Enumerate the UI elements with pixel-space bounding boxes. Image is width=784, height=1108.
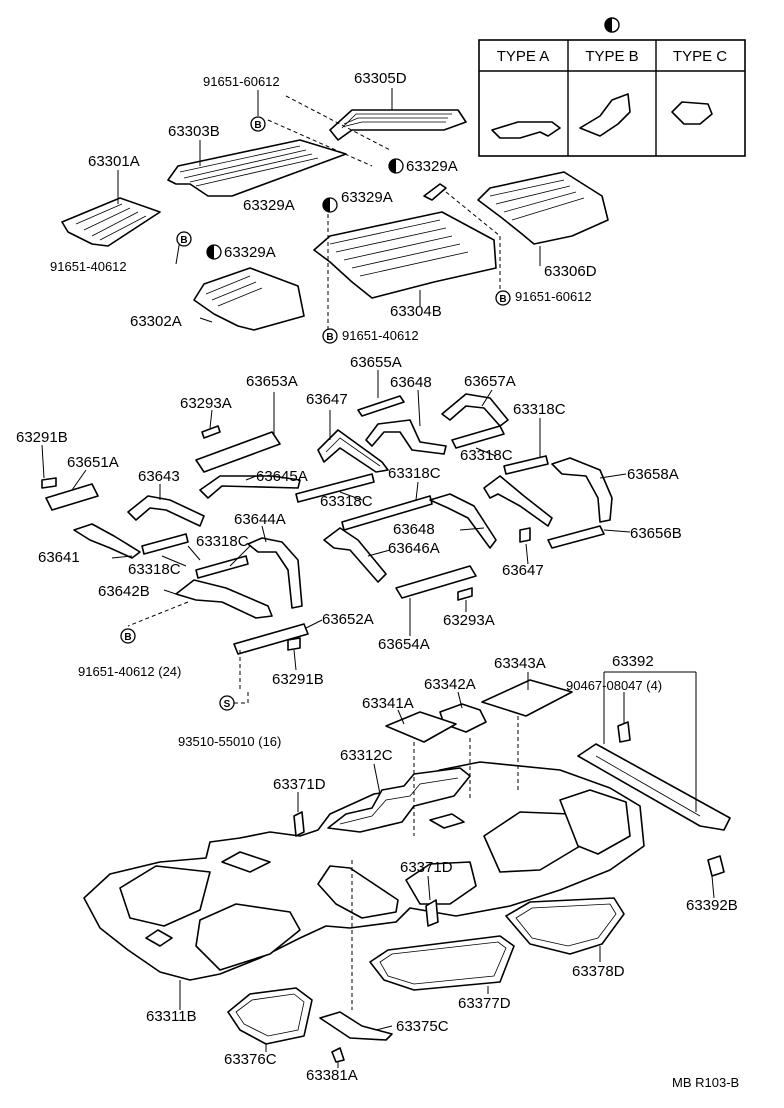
label-63371D: 63371D	[400, 859, 453, 876]
label-63652A: 63652A	[322, 611, 374, 628]
label-91651-40612-24: 91651-40612 (24)	[78, 664, 181, 679]
label-63645A: 63645A	[256, 468, 308, 485]
label-63304B: 63304B	[390, 303, 442, 320]
headliner-assembly	[83, 679, 731, 1063]
label-63651A: 63651A	[67, 454, 119, 471]
label-63311B: 63311B	[146, 1008, 197, 1025]
half-circle-fill	[605, 18, 612, 32]
b-symbol: B	[326, 332, 333, 343]
label-63306D: 63306D	[544, 263, 597, 280]
pad-63343A	[481, 679, 573, 717]
label-63648: 63648	[393, 521, 435, 538]
pad-63341A	[385, 711, 457, 743]
type-c-clip	[671, 101, 713, 125]
type-a-header: TYPE A	[497, 48, 550, 65]
label-91651-60612: 91651-60612	[203, 74, 280, 89]
type-a-clip	[491, 121, 561, 139]
visor-63377D	[369, 935, 515, 991]
label-63375C: 63375C	[396, 1018, 449, 1035]
label-63303B: 63303B	[168, 123, 220, 140]
label-63305D: 63305D	[354, 70, 407, 87]
label-93510-55010: 93510-55010 (16)	[178, 734, 281, 749]
panel-63302A	[193, 267, 305, 331]
label-63658A: 63658A	[627, 466, 679, 483]
label-63641: 63641	[38, 549, 80, 566]
label-63318C: 63318C	[460, 447, 513, 464]
label-91651-40612: 91651-40612	[50, 259, 127, 274]
type-b-header: TYPE B	[585, 48, 638, 65]
label-63318C: 63318C	[388, 465, 441, 482]
panel-63301A	[61, 197, 161, 247]
label-63647: 63647	[306, 391, 348, 408]
label-91651-40612: 91651-40612	[342, 328, 419, 343]
bracket-63375C	[319, 1011, 393, 1041]
panel-63303B	[167, 139, 347, 197]
label-63318C: 63318C	[196, 533, 249, 550]
label-63376C: 63376C	[224, 1051, 277, 1068]
type-c-header: TYPE C	[673, 48, 727, 65]
label-63656B: 63656B	[630, 525, 682, 542]
b-symbol: B	[499, 294, 506, 305]
label-63392: 63392	[612, 653, 654, 670]
label-63392B: 63392B	[686, 897, 738, 914]
panel-63312C	[327, 767, 471, 833]
label-63329A: 63329A	[341, 189, 393, 206]
label-63643: 63643	[138, 468, 180, 485]
label-63293A: 63293A	[443, 612, 495, 629]
label-63318C: 63318C	[128, 561, 181, 578]
footer-code: MB R103-B	[672, 1075, 739, 1090]
label-63291B: 63291B	[272, 671, 324, 688]
label-63301A: 63301A	[88, 153, 140, 170]
label-90467-08047: 90467-08047 (4)	[566, 678, 662, 693]
label-63644A: 63644A	[234, 511, 286, 528]
middle-brackets	[41, 392, 613, 655]
label-63318C: 63318C	[320, 493, 373, 510]
rail-63392	[577, 743, 731, 831]
label-63371D: 63371D	[273, 776, 326, 793]
label-63381A: 63381A	[306, 1067, 358, 1084]
clip-63329A	[423, 183, 447, 201]
label-63642B: 63642B	[98, 583, 150, 600]
label-63657A: 63657A	[464, 373, 516, 390]
label-63378D: 63378D	[572, 963, 625, 980]
panel-63305D	[329, 109, 467, 141]
panel-63306D	[477, 171, 609, 245]
b-symbol: B	[180, 235, 187, 246]
b-symbol: B	[124, 632, 131, 643]
label-63342A: 63342A	[424, 676, 476, 693]
label-63302A: 63302A	[130, 313, 182, 330]
label-63318C: 63318C	[513, 401, 566, 418]
label-63646A: 63646A	[388, 540, 440, 557]
type-table: TYPE A TYPE B TYPE C	[478, 17, 746, 157]
visor-63378D	[505, 897, 625, 955]
label-63293A: 63293A	[180, 395, 232, 412]
upper-symbols: B B B B	[176, 116, 511, 344]
type-b-clip	[579, 93, 631, 137]
label-63343A: 63343A	[494, 655, 546, 672]
label-63377D: 63377D	[458, 995, 511, 1012]
label-63655A: 63655A	[350, 354, 402, 371]
label-63329A: 63329A	[243, 197, 295, 214]
label-63648: 63648	[390, 374, 432, 391]
label-63329A: 63329A	[406, 158, 458, 175]
fastener-63392B	[707, 855, 725, 877]
panel-63304B	[313, 211, 497, 299]
label-63341A: 63341A	[362, 695, 414, 712]
upper-panels	[61, 109, 609, 331]
label-63329A: 63329A	[224, 244, 276, 261]
label-63312C: 63312C	[340, 747, 393, 764]
label-63654A: 63654A	[378, 636, 430, 653]
b-symbol: B	[254, 120, 261, 131]
label-63291B: 63291B	[16, 429, 68, 446]
label-63653A: 63653A	[246, 373, 298, 390]
s-symbol: S	[224, 699, 231, 710]
label-63647: 63647	[502, 562, 544, 579]
label-91651-60612: 91651-60612	[515, 289, 592, 304]
